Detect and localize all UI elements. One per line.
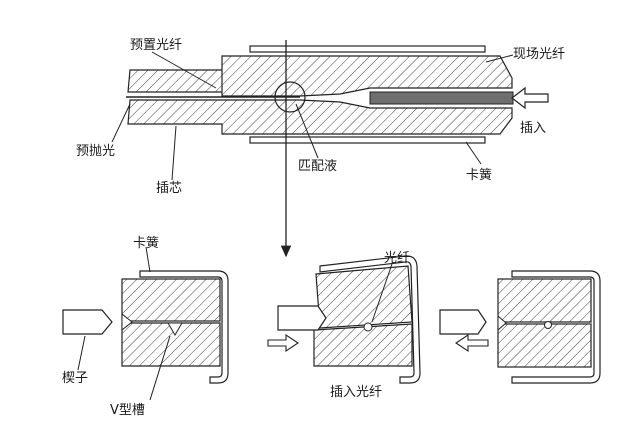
label-spring-clip: 卡簧	[133, 235, 159, 251]
fiber-dot-2	[363, 322, 373, 332]
v-block-lower-3	[497, 323, 592, 368]
spring-clip-top-plate	[249, 45, 486, 53]
label-wedge: 楔子	[62, 371, 88, 386]
withdraw-arrow	[455, 333, 489, 353]
label-ferrule: 插芯	[156, 181, 182, 196]
v-block-upper-3	[497, 278, 592, 323]
label-insert-fiber: 插入光纤	[330, 385, 382, 400]
insert-fiber-arrow	[267, 333, 299, 353]
v-block-upper-1	[121, 278, 221, 322]
insert-arrow	[511, 86, 549, 110]
step-2	[267, 255, 421, 384]
label-pre-polish: 预抛光	[76, 144, 115, 159]
v-block-upper-2	[315, 265, 413, 329]
notch-1	[121, 312, 133, 332]
ferrule-upper	[127, 55, 513, 97]
label-field-fiber: 现场光纤	[513, 47, 565, 62]
spring-clip-1	[139, 270, 229, 384]
fiber-dot-3	[544, 321, 552, 329]
wedge-1	[62, 309, 113, 335]
label-fiber: 光纤	[384, 251, 410, 266]
v-block-lower-1	[121, 322, 221, 367]
step-1	[62, 246, 229, 401]
wedge-2	[277, 305, 327, 331]
top-assembly	[111, 40, 549, 258]
label-spring-clip-top: 卡簧	[466, 167, 492, 183]
notch-3	[497, 314, 507, 332]
spring-clip-3	[511, 270, 601, 384]
step-3	[439, 270, 601, 384]
v-groove-1	[167, 322, 183, 336]
label-matching-fluid: 匹配液	[298, 159, 337, 174]
spring-clip-bottom-plate	[249, 136, 486, 144]
wedge-3	[439, 309, 487, 335]
label-preset-fiber: 预置光纤	[130, 38, 182, 53]
ferrule-lower	[127, 99, 513, 135]
matching-fluid-circle	[274, 81, 306, 113]
label-v-groove: V型槽	[110, 403, 145, 418]
field-fiber	[369, 91, 514, 105]
label-insert: 插入	[520, 121, 546, 136]
spring-clip-2	[319, 255, 421, 384]
v-block-lower-2	[313, 323, 413, 367]
